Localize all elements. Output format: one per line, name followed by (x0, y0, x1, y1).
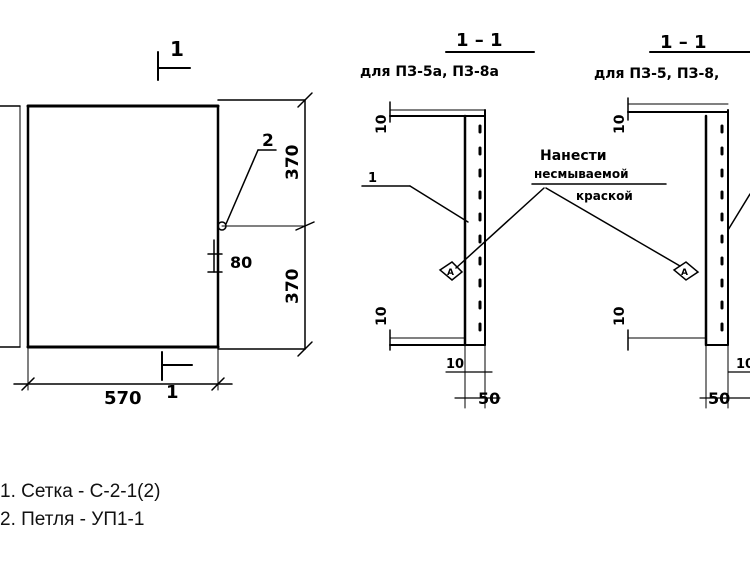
section-b-dim-bottom: 10 (612, 306, 628, 326)
marker-a-section-a: A (447, 268, 454, 278)
section-a-dim-bottom: 10 (374, 306, 390, 326)
section-a-dim-width: 50 (478, 389, 500, 408)
dimension-right-upper: 370 (283, 144, 303, 180)
legend: 1. Сетка - С-2-1(2) 2. Петля - УП1-1 (0, 478, 160, 534)
legend-item-mesh: 1. Сетка - С-2-1(2) (0, 481, 161, 502)
section-a-subtitle: для ПЗ-5а, ПЗ-8а (360, 64, 499, 80)
note-line-3: краской (576, 189, 633, 203)
legend-item-loop: 2. Петля - УП1-1 (0, 509, 145, 530)
section-mark-bottom: 1 (166, 382, 179, 403)
section-a-dim-offset: 10 (446, 357, 464, 372)
dimension-80: 80 (230, 253, 252, 272)
section-a-dim-top: 10 (374, 114, 390, 134)
section-b-dim-top: 10 (612, 114, 628, 134)
note-line-2: несмываемой (534, 167, 629, 181)
dimension-right (207, 92, 315, 357)
loop-callout-label: 2 (262, 131, 274, 151)
section-b-subtitle: для ПЗ-5, ПЗ-8, (594, 66, 719, 82)
marker-a-section-b: A (681, 268, 688, 278)
panel-plan (0, 99, 306, 350)
section-cut-marker-top (157, 51, 191, 81)
section-cut-marker-bottom (161, 351, 193, 381)
dimension-right-lower: 370 (283, 268, 303, 304)
note-line-1: Нанести (540, 148, 607, 164)
section-b-dim-width: 50 (708, 389, 730, 408)
section-b-title: 1 – 1 (660, 32, 707, 53)
section-a-callout: 1 (368, 171, 377, 186)
loop-leader (217, 149, 277, 231)
section-b-profile (545, 51, 750, 409)
dimension-bottom (13, 346, 233, 391)
section-a-profile (361, 51, 545, 409)
dimension-bottom: 570 (104, 388, 142, 409)
section-a-title: 1 – 1 (456, 30, 503, 51)
section-mark-top: 1 (170, 37, 184, 61)
section-b-dim-offset: 10 (736, 357, 750, 372)
